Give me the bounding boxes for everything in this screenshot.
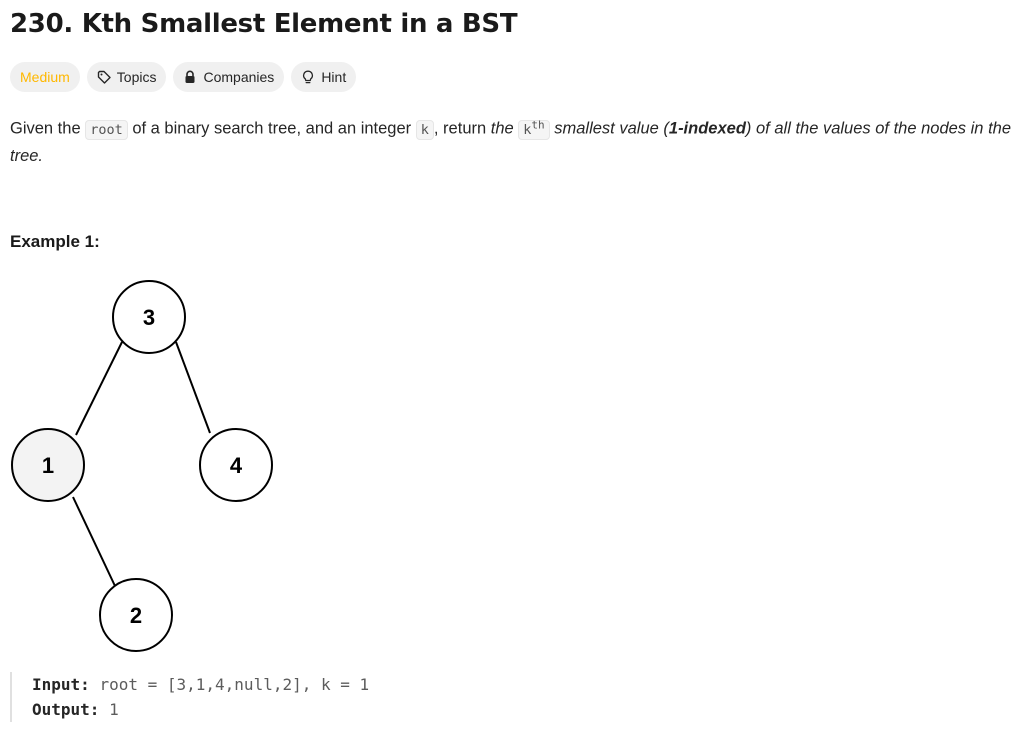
- input-label: Input:: [32, 675, 90, 694]
- desc-text-3: , return: [433, 119, 491, 138]
- lock-icon: [183, 70, 197, 84]
- example-io: Input: root = [3,1,4,null,2], k = 1 Outp…: [10, 672, 369, 722]
- tree-node-1-label: 1: [42, 453, 54, 478]
- tag-icon: [97, 70, 111, 84]
- desc-italic-1: the: [490, 119, 519, 138]
- topics-label: Topics: [116, 69, 157, 85]
- code-kth-k: k: [523, 121, 532, 138]
- tree-edge-3-1: [75, 341, 123, 436]
- example-output: Output: 1: [32, 697, 369, 722]
- tree-node-2-circle: [99, 578, 173, 652]
- tree-node-3-circle: [112, 280, 186, 354]
- desc-text-2: of a binary search tree, and an integer: [127, 119, 416, 138]
- difficulty-badge: Medium: [10, 62, 80, 92]
- code-root: root: [85, 119, 128, 140]
- code-kth-sup: th: [531, 118, 545, 131]
- output-label: Output:: [32, 700, 100, 719]
- output-value: 1: [109, 700, 119, 719]
- tree-node-1: 1: [11, 428, 85, 502]
- tree-node-2-label: 2: [130, 603, 142, 628]
- problem-title: 230. Kth Smallest Element in a BST: [10, 9, 518, 39]
- code-kth: kth: [518, 118, 550, 140]
- hint-button[interactable]: Hint: [291, 62, 357, 92]
- tree-node-4: 4: [199, 428, 273, 502]
- code-k: k: [415, 119, 434, 140]
- companies-label: Companies: [203, 69, 275, 85]
- tree-node-3-label: 3: [143, 305, 155, 330]
- desc-italic-3: ) of all the values of the nodes in the …: [10, 119, 1012, 165]
- desc-italic-2: smallest value (: [549, 119, 669, 138]
- problem-description: Given the root of a binary search tree, …: [10, 112, 1022, 169]
- tree-node-3: 3: [112, 280, 186, 354]
- companies-button[interactable]: Companies: [173, 62, 285, 92]
- desc-bold-indexed: 1-indexed: [668, 119, 746, 138]
- tag-bar: Medium Topics Companies Hint: [10, 62, 357, 92]
- tree-node-1-circle: [11, 428, 85, 502]
- topics-button[interactable]: Topics: [86, 62, 167, 92]
- example-input: Input: root = [3,1,4,null,2], k = 1: [32, 672, 369, 697]
- desc-text-1: Given the: [10, 119, 86, 138]
- tree-edge-1-2: [72, 496, 116, 587]
- tree-edge-3-4: [175, 341, 211, 434]
- tree-node-2: 2: [99, 578, 173, 652]
- input-value: root = [3,1,4,null,2], k = 1: [99, 675, 370, 694]
- lightbulb-icon: [301, 70, 315, 84]
- tree-node-4-label: 4: [230, 453, 243, 478]
- hint-label: Hint: [321, 69, 347, 85]
- tree-node-4-circle: [199, 428, 273, 502]
- example-heading: Example 1:: [10, 232, 100, 251]
- bst-diagram: 3 1 4 2: [11, 280, 273, 652]
